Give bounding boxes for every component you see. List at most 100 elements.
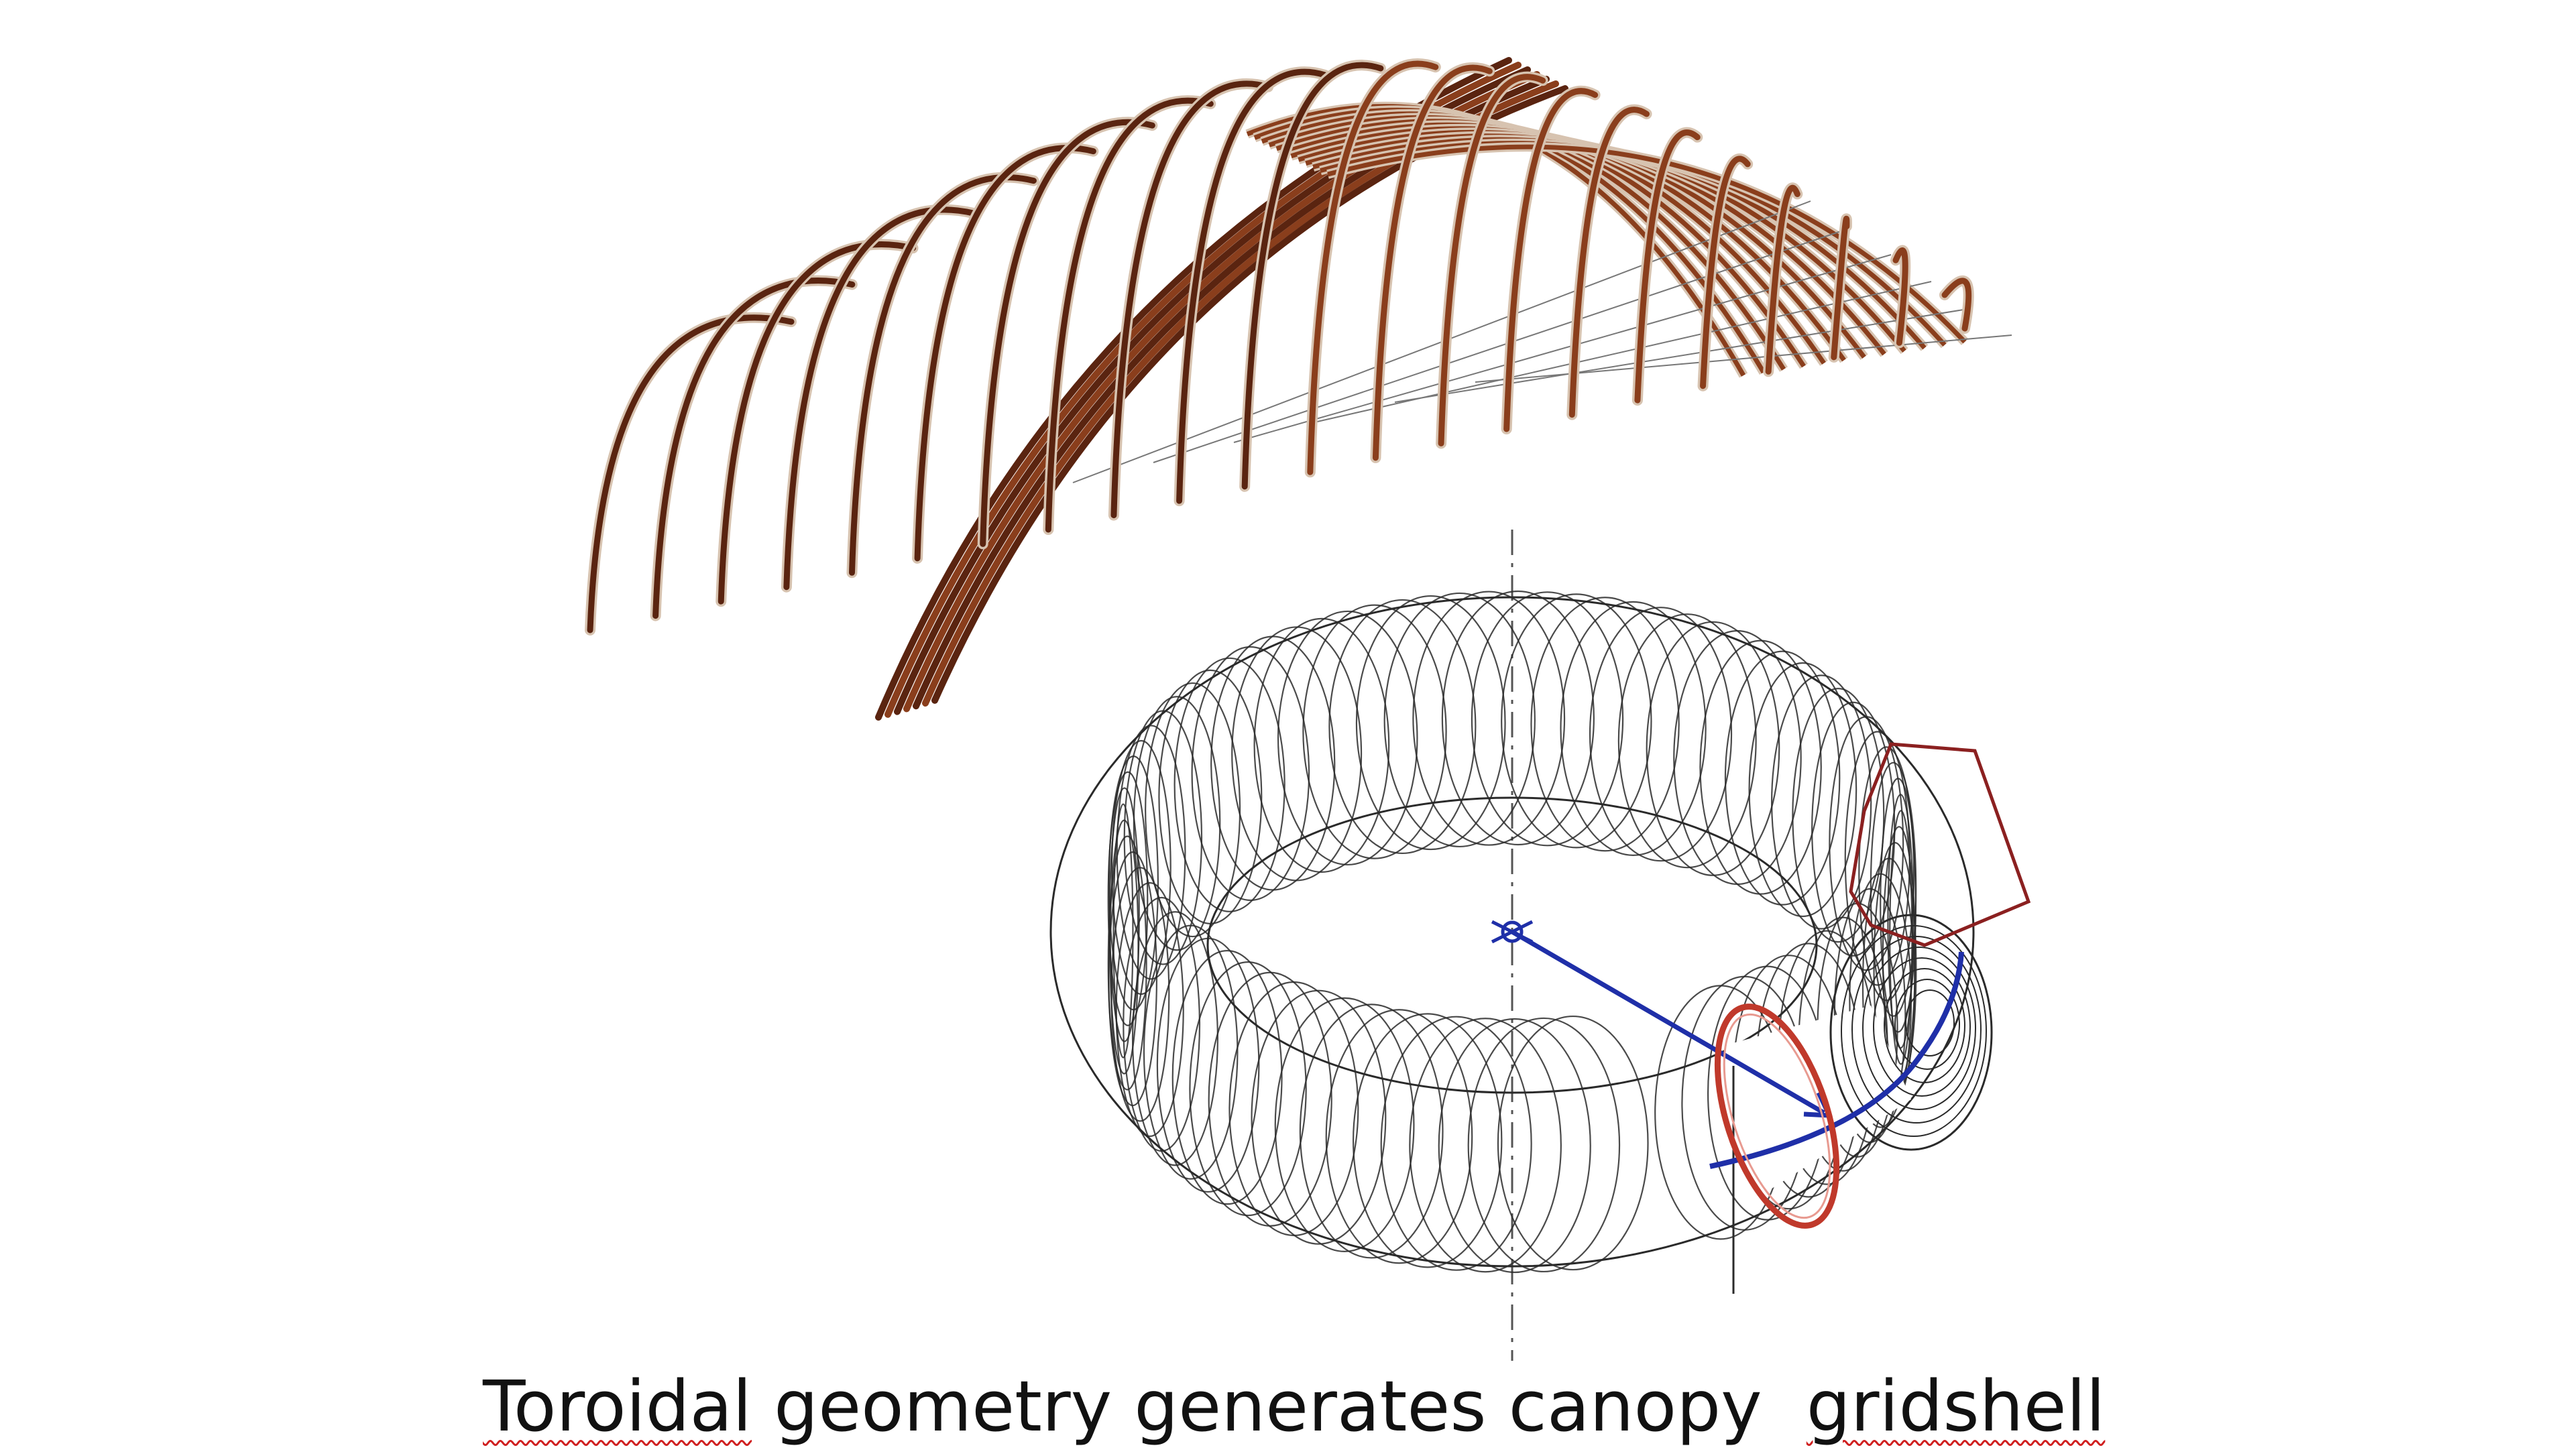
torus-ring (1467, 1017, 1621, 1273)
torus-cut-face (1829, 914, 1993, 1151)
torus-inner-outline (1206, 796, 1818, 1094)
figure-caption: Toroidal geometry generates canopy grids… (483, 1366, 2105, 1447)
caption-text-middle: geometry generates canopy (752, 1366, 1807, 1447)
torus-ring (1770, 674, 1872, 930)
torus-outline (1049, 596, 1993, 1294)
torus-ring (1133, 696, 1221, 951)
torus-ring (1748, 662, 1857, 918)
canopy-rib (1892, 247, 1908, 346)
canopy-rib (587, 314, 795, 633)
torus-ring (1355, 595, 1506, 851)
torus-ring (1501, 593, 1652, 849)
torus-ring (1646, 621, 1780, 876)
canopy-rib (1831, 215, 1850, 361)
torus-cut-face-ring (1884, 968, 1965, 1083)
torus-cut-face-ring (1851, 936, 1982, 1124)
torus-ring (1302, 604, 1447, 859)
canopy-upper-arch (1327, 144, 1967, 344)
torus-cross-section-rings (1107, 590, 1917, 1274)
torus-ring (1887, 794, 1914, 1049)
canopy-longitudinal-members (875, 57, 2012, 721)
torus-ring (1560, 601, 1707, 856)
canopy-rib-shadow (585, 312, 797, 635)
torus-ring (1131, 911, 1219, 1166)
torus-ring (1617, 613, 1757, 869)
torus-ring (1253, 617, 1390, 873)
canopy-rib (848, 174, 1037, 576)
torus-ring (1189, 961, 1307, 1217)
canopy-rib (1110, 80, 1271, 519)
generating-circle (1714, 1004, 1840, 1229)
canopy-guide-line (1475, 335, 2012, 383)
caption-word-gridshell: gridshell (1806, 1366, 2106, 1447)
torus-ring (1849, 873, 1912, 1128)
canopy-rib (1241, 62, 1384, 490)
torus-ring (1589, 607, 1733, 862)
torus-ring (1325, 1009, 1473, 1264)
torus-wireframe (1049, 590, 1993, 1294)
torus-ring (1123, 896, 1201, 1152)
canopy-rib (1438, 74, 1546, 446)
torus-cut-face-ring (1905, 989, 1955, 1056)
canopy-guide-line (1233, 254, 1892, 443)
sweep-arc (1709, 951, 1964, 1169)
torus-cut-face-ring (1873, 957, 1971, 1097)
canopy-rib (1307, 60, 1439, 475)
torus-ring (1191, 646, 1310, 902)
torus-ring (1792, 688, 1885, 943)
canopy-rib (1045, 97, 1214, 533)
canopy-rib (1176, 68, 1328, 504)
canopy-rib (1700, 156, 1751, 389)
torus-ring (1171, 950, 1283, 1205)
torus-ring (1116, 725, 1186, 980)
canopy-rib (783, 206, 977, 591)
torus-ring (1112, 803, 1134, 1058)
torus-ring (1145, 682, 1241, 938)
torus-ring (1530, 597, 1680, 852)
torus-ring (1383, 592, 1536, 848)
torus-ring (1380, 1016, 1532, 1271)
torus-ring (1251, 989, 1387, 1245)
torus-ring (1497, 1015, 1649, 1271)
canopy-arch-ribs (585, 58, 1974, 635)
canopy-rib (1634, 129, 1701, 404)
canopy-gridshell (585, 57, 2012, 721)
canopy-rib (1503, 88, 1599, 432)
torus-cut-face-ring (1841, 925, 1987, 1137)
gridshell-patch-outline (1849, 742, 2031, 947)
canopy-rib (980, 119, 1155, 547)
caption-word-toroidal: Toroidal (483, 1366, 752, 1447)
torus-ring (1438, 1018, 1591, 1274)
torus-gap-mask (1723, 1006, 1911, 1207)
torus-ring (1352, 1013, 1503, 1268)
torus-ring (1208, 971, 1332, 1227)
canopy-rib (1372, 64, 1493, 461)
torus-ring (1107, 835, 1147, 1091)
canopy-rib (1765, 184, 1800, 375)
torus-cut-face-ring (1862, 947, 1976, 1110)
torus-ring (1110, 739, 1171, 995)
torus-cut-face-ring (1894, 979, 1960, 1070)
canopy-rib (1568, 107, 1650, 418)
torus-ring (1174, 657, 1285, 912)
torus-ring (1441, 590, 1595, 846)
torus-ring (1724, 650, 1841, 906)
canopy-spine-member (884, 62, 1522, 718)
canopy-guide-line (1153, 227, 1851, 463)
torus-ring (1471, 591, 1624, 847)
torus-ring (1328, 599, 1477, 855)
torus-outer-outline (1049, 596, 1975, 1268)
canopy-rib (914, 145, 1096, 562)
torus-ring (1699, 640, 1822, 895)
torus-ring (1274, 997, 1415, 1252)
torus-ring (1299, 1004, 1444, 1259)
canopy-rib (1941, 278, 1972, 332)
canopy-guide-line (1394, 308, 1972, 403)
torus-ring (1889, 810, 1913, 1065)
torus-ring (1412, 591, 1566, 846)
torus-ring (1409, 1018, 1562, 1273)
torus-ring (1107, 771, 1149, 1026)
torus-ring (1231, 626, 1363, 882)
torus-ring (1277, 610, 1418, 866)
